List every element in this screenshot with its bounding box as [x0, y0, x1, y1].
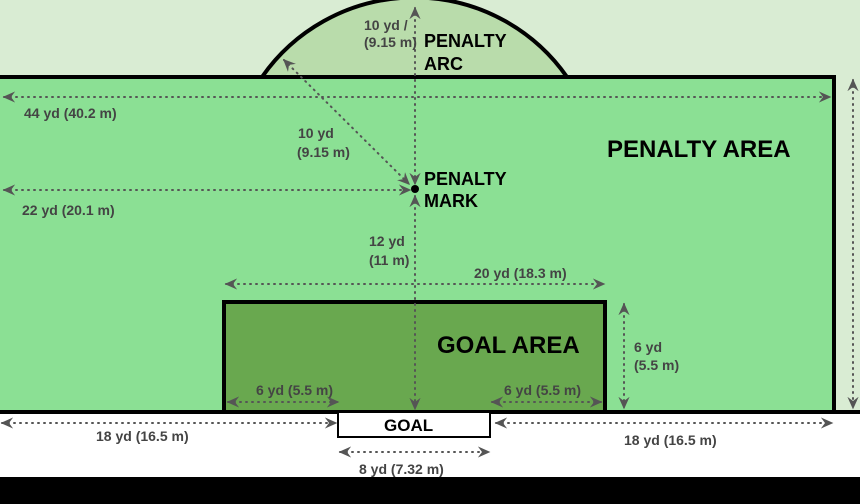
- bottom-band: [0, 477, 860, 504]
- penalty-side-left-label: 18 yd (16.5 m): [96, 428, 189, 444]
- penalty-area-label: PENALTY AREA: [607, 136, 791, 163]
- half-width-label: 22 yd (20.1 m): [22, 202, 115, 218]
- mark-radius-label-1: 10 yd: [298, 125, 334, 141]
- goal-area-label: GOAL AREA: [437, 332, 580, 359]
- arc-radius-label-1: 10 yd /: [364, 17, 408, 33]
- goal-width-label: 8 yd (7.32 m): [359, 461, 444, 477]
- penalty-arc-label-1: PENALTY: [424, 31, 507, 51]
- penalty-side-right-label: 18 yd (16.5 m): [624, 432, 717, 448]
- goal-area-side-left-label: 6 yd (5.5 m): [256, 382, 333, 398]
- goal-area-depth-label-1: 6 yd: [634, 339, 662, 355]
- goal: [337, 411, 491, 438]
- mark-distance-label-2: (11 m): [369, 252, 409, 268]
- arc-radius-label-2: (9.15 m): [364, 34, 417, 50]
- penalty-mark-dot: [411, 185, 419, 193]
- goal-label: GOAL: [384, 416, 433, 435]
- goal-area-depth-label-2: (5.5 m): [634, 357, 679, 373]
- goal-area-side-right-label: 6 yd (5.5 m): [504, 382, 581, 398]
- mark-distance-label-1: 12 yd: [369, 233, 405, 249]
- dim-mark-radius: [283, 59, 410, 185]
- penalty-mark-label-2: MARK: [424, 191, 478, 211]
- penalty-area-width-label: 44 yd (40.2 m): [24, 105, 117, 121]
- penalty-arc-label-2: ARC: [424, 54, 463, 74]
- penalty-mark-label-1: PENALTY: [424, 169, 507, 189]
- mark-radius-label-2: (9.15 m): [297, 144, 350, 160]
- goal-area-width-label: 20 yd (18.3 m): [474, 265, 567, 281]
